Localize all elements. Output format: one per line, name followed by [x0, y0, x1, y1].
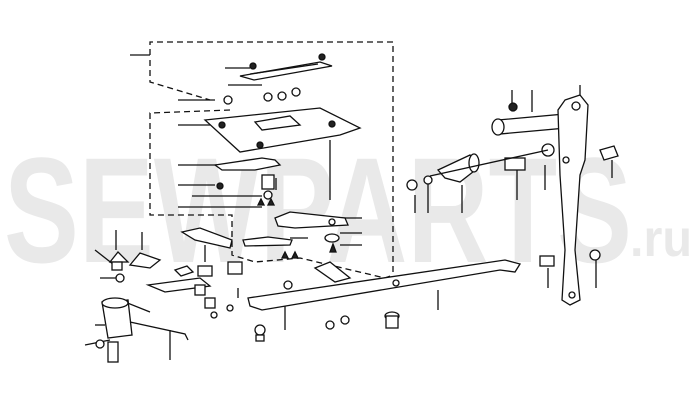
middle-linkages — [108, 211, 352, 319]
lower-bracket — [95, 273, 189, 363]
feed-plate-assembly — [203, 53, 362, 206]
watermark-suffix: .ru — [630, 210, 692, 268]
feed-bar — [247, 259, 522, 342]
dashed-group-outline — [149, 41, 394, 279]
leader-lines — [84, 54, 613, 360]
right-linkage-assembly — [406, 94, 619, 306]
